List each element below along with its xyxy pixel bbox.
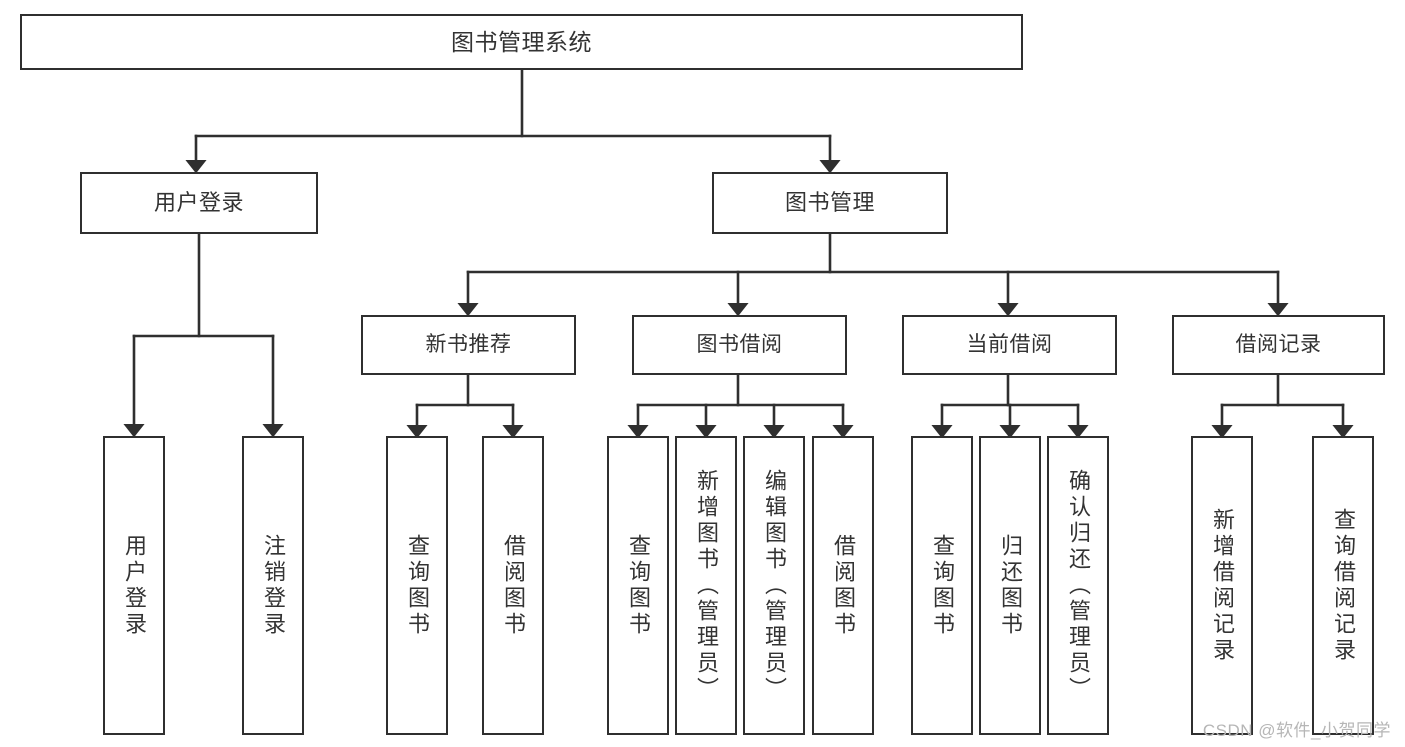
node-leaf-query-book-2-label: 查询图书 [626,533,651,638]
node-leaf-confirm-return[interactable]: 确认归还（管理员） [1047,436,1109,735]
node-leaf-borrow-book-1-label: 借阅图书 [501,533,526,638]
node-leaf-edit-book[interactable]: 编辑图书（管理员） [743,436,805,735]
node-leaf-return-book-label: 归还图书 [998,533,1023,638]
node-leaf-return-book[interactable]: 归还图书 [979,436,1041,735]
node-leaf-logout-login-label: 注销登录 [261,533,286,638]
node-leaf-query-book-3[interactable]: 查询图书 [911,436,973,735]
node-book-manage-label: 图书管理 [784,190,875,216]
node-root-label: 图书管理系统 [451,28,592,55]
node-leaf-borrow-book-2-label: 借阅图书 [831,533,856,638]
node-book-manage[interactable]: 图书管理 [712,172,948,234]
node-new-book-recommend[interactable]: 新书推荐 [361,315,576,375]
node-leaf-edit-book-label: 编辑图书（管理员） [762,468,787,703]
node-user-login-label: 用户登录 [153,190,244,216]
node-leaf-add-record-label: 新增借阅记录 [1210,507,1235,664]
node-leaf-query-record-label: 查询借阅记录 [1331,507,1356,664]
node-leaf-query-book-1[interactable]: 查询图书 [386,436,448,735]
node-leaf-query-book-3-label: 查询图书 [930,533,955,638]
node-leaf-add-record[interactable]: 新增借阅记录 [1191,436,1253,735]
node-book-borrow[interactable]: 图书借阅 [632,315,847,375]
node-book-borrow-label: 图书借阅 [696,332,783,356]
node-new-book-recommend-label: 新书推荐 [425,332,512,356]
node-root[interactable]: 图书管理系统 [20,14,1023,70]
node-leaf-user-login[interactable]: 用户登录 [103,436,165,735]
node-leaf-query-book-2[interactable]: 查询图书 [607,436,669,735]
node-leaf-borrow-book-2[interactable]: 借阅图书 [812,436,874,735]
node-leaf-query-book-1-label: 查询图书 [405,533,430,638]
node-leaf-logout-login[interactable]: 注销登录 [242,436,304,735]
node-current-borrow[interactable]: 当前借阅 [902,315,1117,375]
node-current-borrow-label: 当前借阅 [966,332,1053,356]
node-leaf-query-record[interactable]: 查询借阅记录 [1312,436,1374,735]
node-leaf-confirm-return-label: 确认归还（管理员） [1066,468,1091,703]
node-borrow-record[interactable]: 借阅记录 [1172,315,1385,375]
node-borrow-record-label: 借阅记录 [1235,332,1322,356]
node-leaf-user-login-label: 用户登录 [122,533,147,638]
node-user-login[interactable]: 用户登录 [80,172,318,234]
watermark-text: CSDN @软件_小贺同学 [1202,721,1391,740]
node-leaf-borrow-book-1[interactable]: 借阅图书 [482,436,544,735]
node-leaf-add-book[interactable]: 新增图书（管理员） [675,436,737,735]
node-leaf-add-book-label: 新增图书（管理员） [694,468,719,703]
